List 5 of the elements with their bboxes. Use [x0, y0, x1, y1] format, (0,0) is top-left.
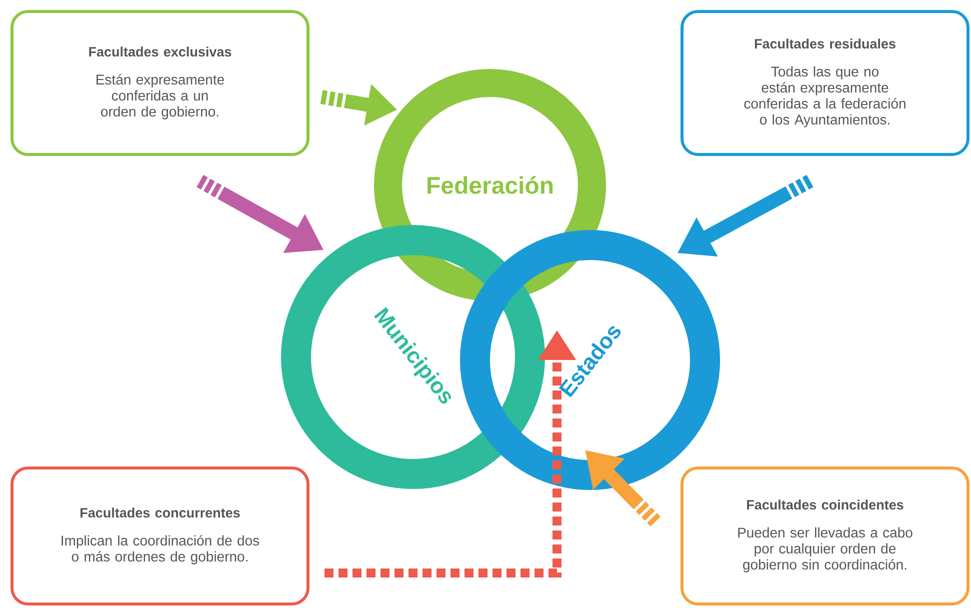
text-box: Facultades concurrentes Implican la coordinación de dos o más ordenes de gobierno. — [10, 466, 310, 606]
text-box: Facultades residuales Todas las que no están expresamente conferidas a la federación o los Ayuntamientos. — [680, 10, 970, 156]
text-box: Facultades coincidentes Pueden ser llevadas a cabo por cualquier orden de gobierno sin coordinación. — [680, 466, 970, 606]
text-box: Facultades exclusivas Están expresamente conferidas a un orden de gobierno. — [10, 10, 310, 156]
ring: Federación — [374, 69, 606, 301]
